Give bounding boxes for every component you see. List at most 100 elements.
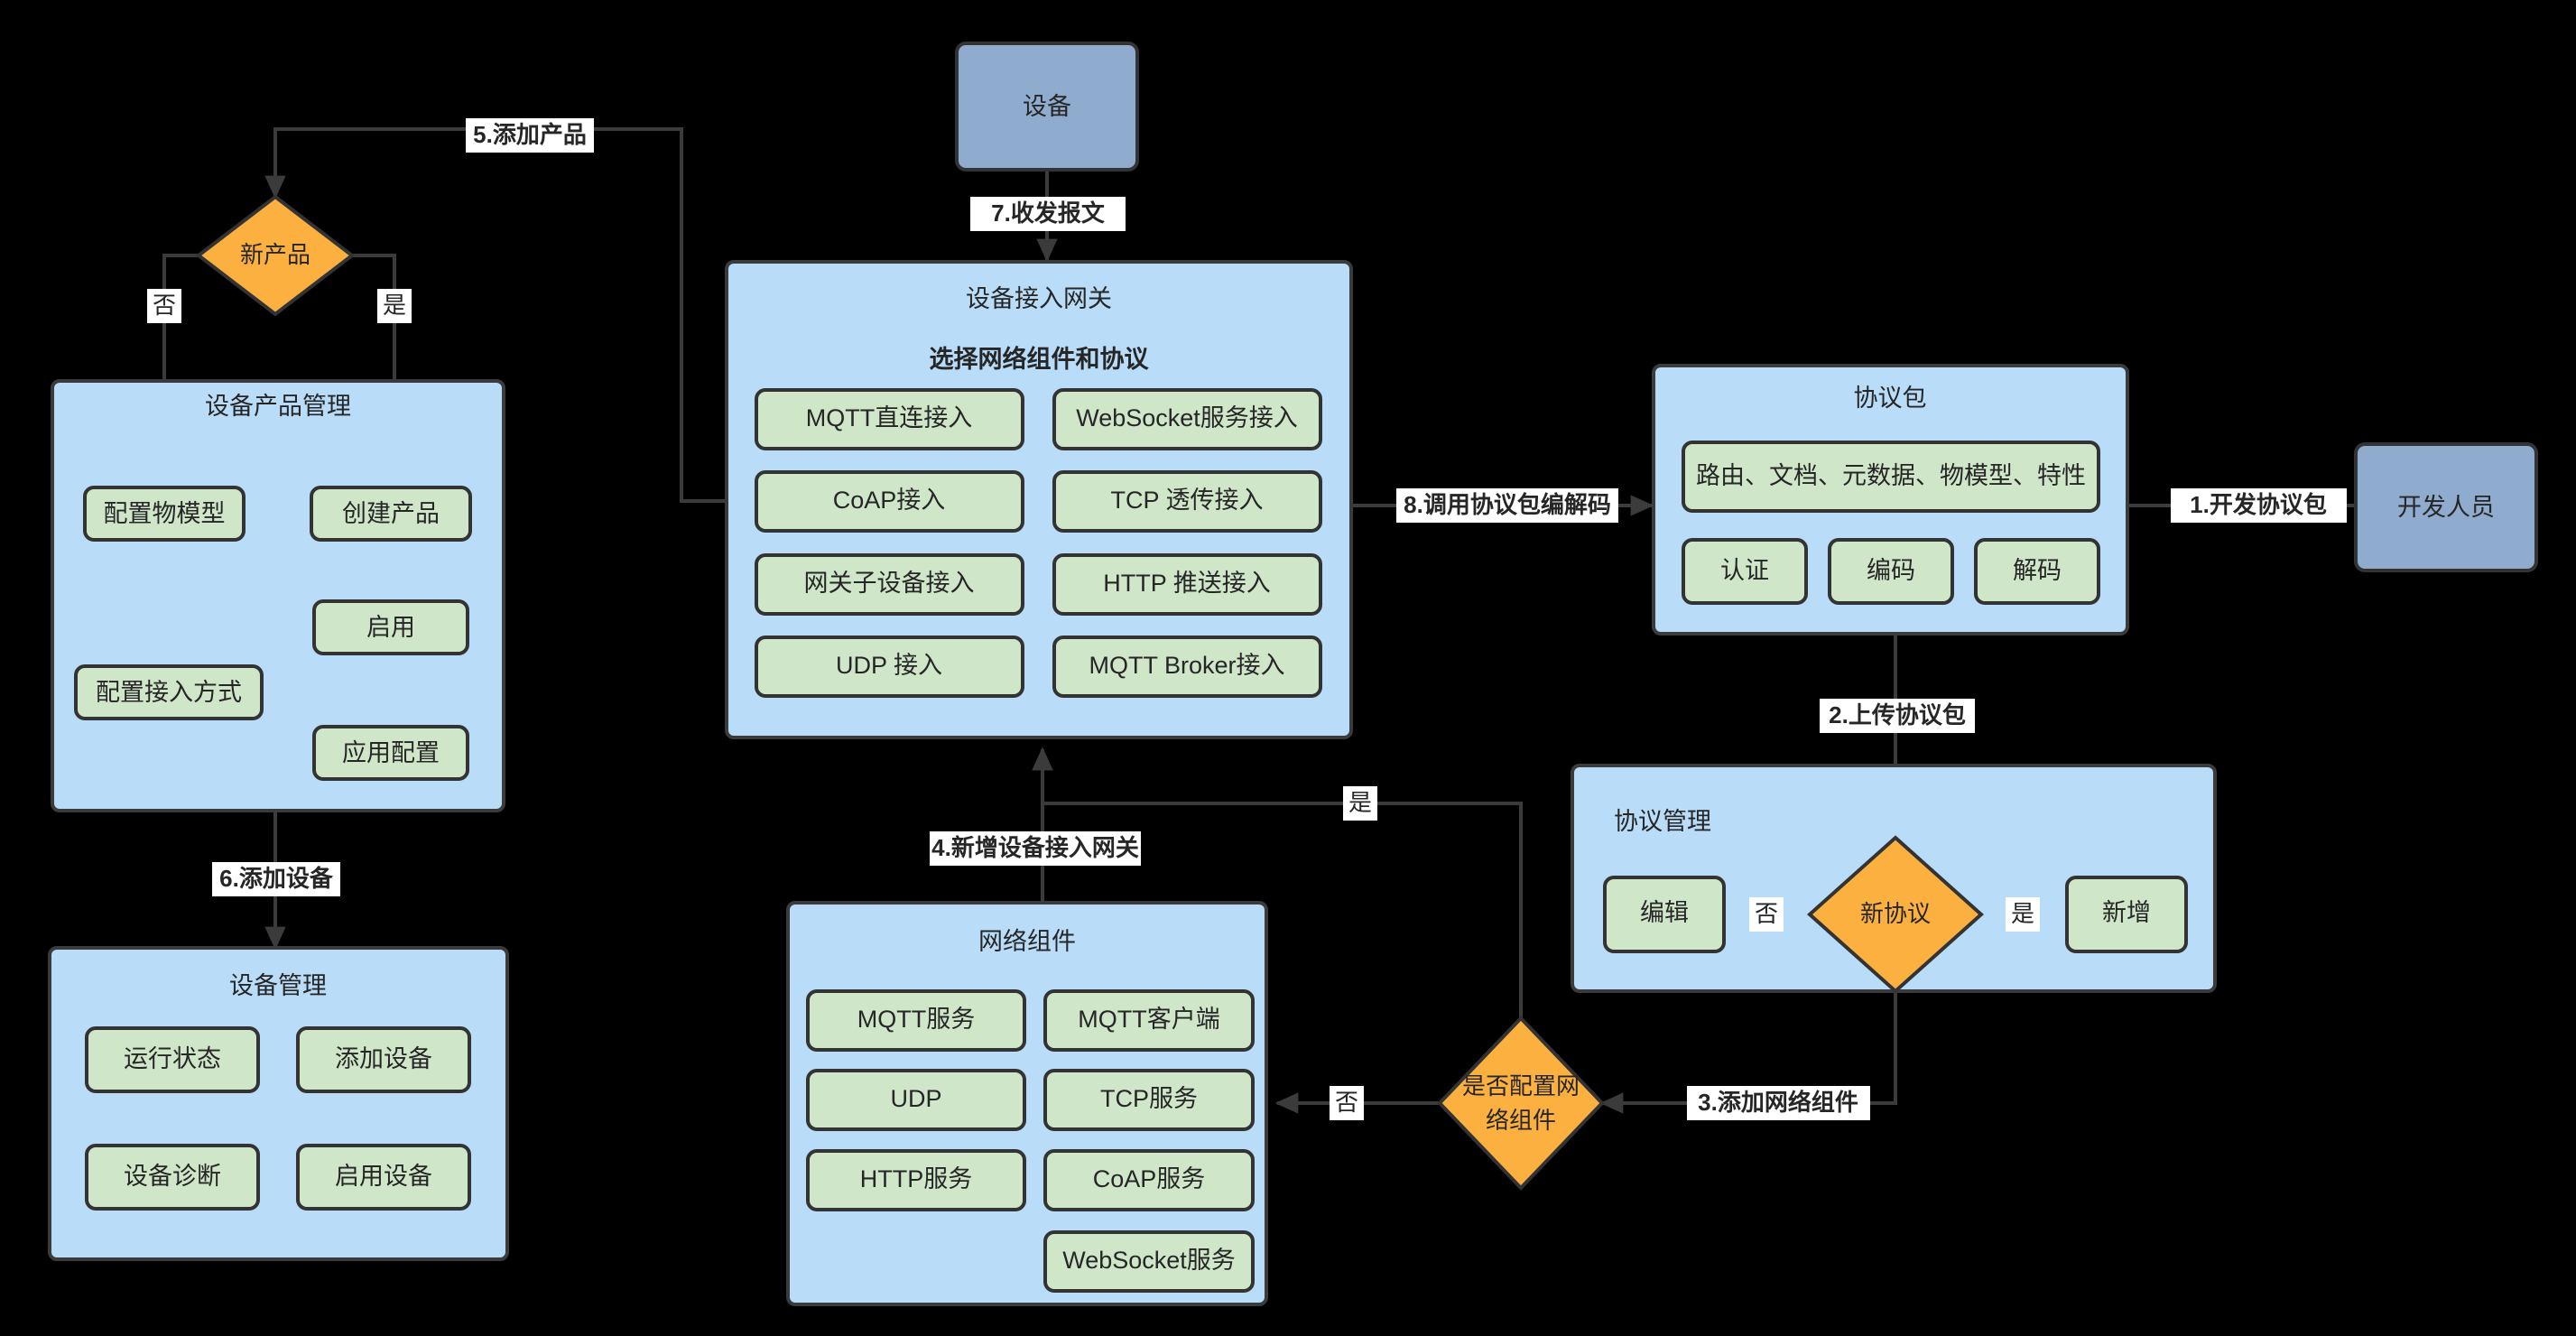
edge-label-text-step1: 1.开发协议包 <box>2190 491 2327 518</box>
node-label-edit: 编辑 <box>1640 899 1689 926</box>
cluster-title-device-management: 设备管理 <box>229 972 327 999</box>
node-coap-access[interactable]: CoAP接入 <box>755 470 1024 533</box>
node-apply-config[interactable]: 应用配置 <box>312 725 469 781</box>
node-label-encode: 编码 <box>1867 557 1915 584</box>
edge-label-text-step5: 5.添加产品 <box>473 121 587 148</box>
node-label-enable-device: 启用设备 <box>335 1163 432 1190</box>
branch-label-newproduct-no: 否 <box>147 289 181 323</box>
decision-new-protocol[interactable]: 新协议 <box>1807 835 1984 994</box>
node-udp-access[interactable]: UDP 接入 <box>755 636 1024 698</box>
node-authentication[interactable]: 认证 <box>1682 538 1808 605</box>
node-mqtt-service[interactable]: MQTT服务 <box>806 989 1026 1052</box>
decision-label-configure-network-line1: 是否配置网 <box>1462 1072 1580 1099</box>
node-label-route-doc-metadata: 路由、文档、元数据、物模型、特性 <box>1696 462 2086 489</box>
edge-label-text-step6: 6.添加设备 <box>219 865 334 892</box>
cluster-subtitle-select-network-protocol: 选择网络组件和协议 <box>930 345 1150 373</box>
edge-label-step8: 8.调用协议包编解码 <box>1396 488 1618 523</box>
edge-label-text-step4: 4.新增设备接入网关 <box>931 834 1139 861</box>
node-route-doc-metadata-thingmodel-feature[interactable]: 路由、文档、元数据、物模型、特性 <box>1682 441 2100 513</box>
node-create-product[interactable]: 创建产品 <box>310 486 472 542</box>
edge-add-product-to-new-product <box>264 127 727 503</box>
node-configure-thing-model[interactable]: 配置物模型 <box>83 486 246 542</box>
edge-label-step5: 5.添加产品 <box>466 118 594 153</box>
node-add-device[interactable]: 添加设备 <box>296 1026 471 1093</box>
node-label-device-diagnosis: 设备诊断 <box>124 1163 221 1190</box>
node-websocket-service-access[interactable]: WebSocket服务接入 <box>1052 388 1322 450</box>
branch-label-text-confignet-yes: 是 <box>1348 789 1372 816</box>
branch-label-newprotocol-yes: 是 <box>2006 897 2040 932</box>
cluster-device-access-gateway: 设备接入网关 选择网络组件和协议 <box>725 260 1353 739</box>
edge-label-text-step3: 3.添加网络组件 <box>1698 1089 1858 1116</box>
node-decode[interactable]: 解码 <box>1974 538 2100 605</box>
node-enable[interactable]: 启用 <box>312 599 469 655</box>
node-coap-service[interactable]: CoAP服务 <box>1043 1149 1255 1211</box>
node-label-udp: UDP <box>890 1085 941 1112</box>
cluster-title-network-components: 网络组件 <box>978 928 1076 955</box>
decision-label-new-product: 新产品 <box>240 241 310 268</box>
node-label-mqtt-broker-access: MQTT Broker接入 <box>1089 652 1284 679</box>
node-mqtt-broker-access[interactable]: MQTT Broker接入 <box>1052 636 1322 698</box>
cluster-device-management: 设备管理 <box>48 946 509 1261</box>
branch-label-confignet-no: 否 <box>1330 1086 1364 1120</box>
edge-label-step4: 4.新增设备接入网关 <box>930 831 1141 866</box>
decision-label-new-protocol: 新协议 <box>1860 900 1931 927</box>
edge-label-step2: 2.上传协议包 <box>1820 699 1975 733</box>
node-mqtt-direct-access[interactable]: MQTT直连接入 <box>755 388 1024 450</box>
node-label-gateway-subdevice-access: 网关子设备接入 <box>804 570 975 597</box>
node-label-websocket-service: WebSocket服务 <box>1062 1247 1236 1274</box>
node-label-decode: 解码 <box>2013 557 2062 584</box>
node-label-mqtt-direct-access: MQTT直连接入 <box>806 404 972 431</box>
branch-label-newprotocol-no: 否 <box>1749 897 1784 932</box>
edge-label-step3: 3.添加网络组件 <box>1687 1086 1870 1120</box>
node-gateway-subdevice-access[interactable]: 网关子设备接入 <box>755 553 1024 616</box>
node-enable-device[interactable]: 启用设备 <box>296 1144 471 1211</box>
branch-label-newproduct-yes: 是 <box>377 289 412 323</box>
node-label-tcp-service: TCP服务 <box>1100 1085 1198 1112</box>
decision-configure-network-components[interactable]: 是否配置网 络组件 <box>1437 1016 1605 1191</box>
node-label-mqtt-service: MQTT服务 <box>857 1006 975 1033</box>
cluster-title-device-product-management: 设备产品管理 <box>205 393 351 420</box>
node-configure-access-mode[interactable]: 配置接入方式 <box>74 664 264 720</box>
edge-label-step7: 7.收发报文 <box>970 197 1126 231</box>
branch-label-text-newproduct-yes: 是 <box>383 292 406 319</box>
cluster-title-protocol-package: 协议包 <box>1854 385 1927 412</box>
node-device-actor[interactable]: 设备 <box>955 42 1139 172</box>
node-add-new[interactable]: 新增 <box>2065 876 2188 953</box>
node-label-device: 设备 <box>1023 93 1071 120</box>
node-label-developer: 开发人员 <box>2397 494 2495 521</box>
node-label-http-push-access: HTTP 推送接入 <box>1103 570 1271 597</box>
node-running-status[interactable]: 运行状态 <box>85 1026 260 1093</box>
branch-label-text-newproduct-no: 否 <box>153 292 176 319</box>
node-http-service[interactable]: HTTP服务 <box>806 1149 1026 1211</box>
node-label-configure-access-mode: 配置接入方式 <box>96 679 242 706</box>
branch-label-text-confignet-no: 否 <box>1335 1089 1358 1116</box>
node-edit[interactable]: 编辑 <box>1603 876 1726 953</box>
node-http-push-access[interactable]: HTTP 推送接入 <box>1052 553 1322 616</box>
node-label-tcp-transparent-access: TCP 透传接入 <box>1110 487 1263 514</box>
node-tcp-transparent-access[interactable]: TCP 透传接入 <box>1052 470 1322 533</box>
node-udp[interactable]: UDP <box>806 1069 1026 1131</box>
branch-label-confignet-yes: 是 <box>1343 786 1377 821</box>
decision-label-configure-network-line2: 络组件 <box>1486 1107 1556 1134</box>
node-label-running-status: 运行状态 <box>124 1045 221 1072</box>
decision-new-product[interactable]: 新产品 <box>195 194 356 317</box>
cluster-title-device-access-gateway: 设备接入网关 <box>966 285 1112 312</box>
node-device-diagnosis[interactable]: 设备诊断 <box>85 1144 260 1211</box>
node-mqtt-client[interactable]: MQTT客户端 <box>1043 989 1255 1052</box>
node-label-mqtt-client: MQTT客户端 <box>1078 1006 1219 1033</box>
node-label-authentication: 认证 <box>1720 557 1769 584</box>
node-label-add-device: 添加设备 <box>335 1045 432 1072</box>
node-label-udp-access: UDP 接入 <box>836 652 942 679</box>
branch-label-text-newprotocol-yes: 是 <box>2011 900 2034 927</box>
edge-label-text-step7: 7.收发报文 <box>991 199 1106 227</box>
edge-label-text-step2: 2.上传协议包 <box>1829 701 1966 728</box>
node-developer-actor[interactable]: 开发人员 <box>2354 442 2538 572</box>
node-encode[interactable]: 编码 <box>1828 538 1954 605</box>
node-websocket-service[interactable]: WebSocket服务 <box>1043 1230 1255 1293</box>
node-label-websocket-service-access: WebSocket服务接入 <box>1076 404 1298 431</box>
node-label-configure-thing-model: 配置物模型 <box>104 500 226 527</box>
node-label-enable: 启用 <box>366 614 415 641</box>
edge-label-text-step8: 8.调用协议包编解码 <box>1404 491 1611 518</box>
node-tcp-service[interactable]: TCP服务 <box>1043 1069 1255 1131</box>
